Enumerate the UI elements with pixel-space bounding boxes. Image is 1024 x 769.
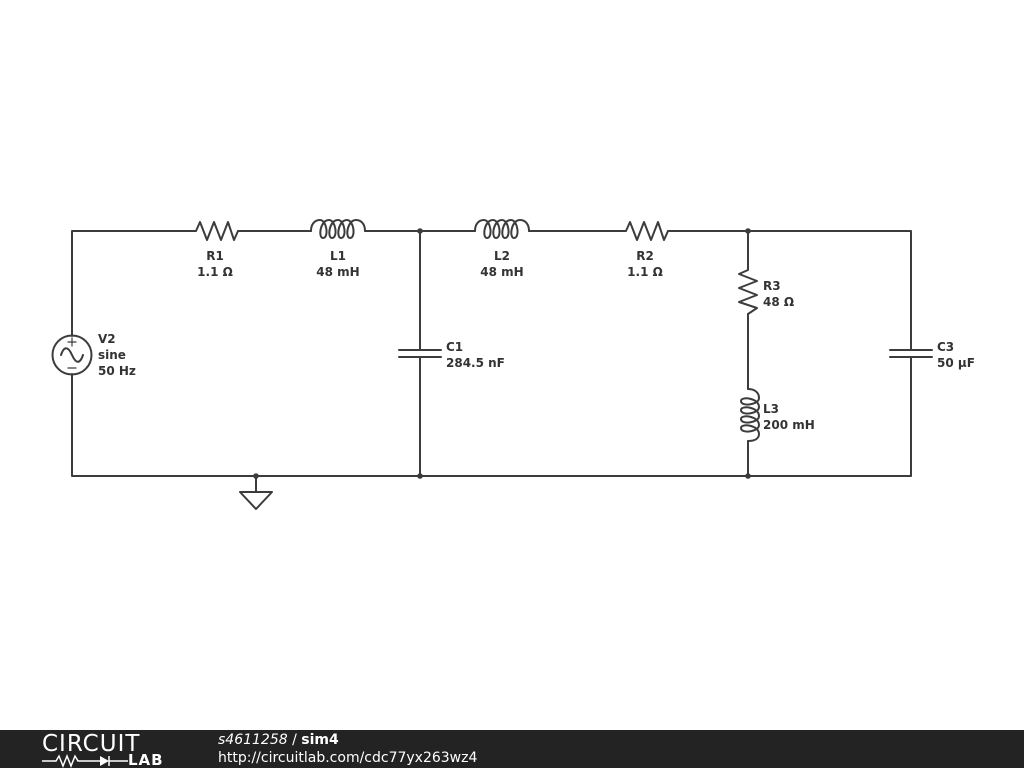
capacitor-c3: C3 50 µF (889, 340, 975, 370)
inductor-l1: L1 48 mH (310, 219, 366, 279)
v2-ref-label: V2 (98, 332, 116, 346)
resistor-icon (621, 221, 669, 241)
c3-ref-label: C3 (937, 340, 954, 354)
r2-value-label: 1.1 Ω (627, 265, 663, 279)
c3-value-label: 50 µF (937, 356, 975, 370)
resistor-r1: R1 1.1 Ω (191, 221, 239, 279)
c1-value-label: 284.5 nF (446, 356, 505, 370)
l2-value-label: 48 mH (480, 265, 523, 279)
footer-url-link[interactable]: http://circuitlab.com/cdc77yx263wz4 (218, 750, 478, 766)
logo-resistor-diode-icon (42, 754, 128, 768)
ac-source-icon (51, 334, 93, 376)
r2-ref-label: R2 (636, 249, 654, 263)
l3-ref-label: L3 (763, 402, 779, 416)
r3-value-label: 48 Ω (763, 295, 794, 309)
footer-separator: / (287, 732, 302, 748)
footer-user-link[interactable]: s4611258 (218, 732, 288, 748)
logo-circuit-text: CIRCUIT (42, 731, 141, 757)
source-v2: V2 sine 50 Hz (51, 332, 136, 378)
wire-left-top (71, 230, 193, 337)
v2-type-label: sine (98, 348, 126, 362)
inductor-icon (740, 388, 760, 442)
l2-ref-label: L2 (494, 249, 510, 263)
l3-value-label: 200 mH (763, 418, 815, 432)
capacitor-c1: C1 284.5 nF (398, 340, 505, 370)
inductor-icon (474, 219, 530, 239)
v2-freq-label: 50 Hz (98, 364, 136, 378)
sine-wave-icon (60, 347, 84, 363)
wire-left-bottom (71, 357, 912, 477)
junction-dot (745, 228, 751, 234)
r1-value-label: 1.1 Ω (197, 265, 233, 279)
r3-ref-label: R3 (763, 279, 781, 293)
inductor-icon (310, 219, 366, 239)
inductor-l2: L2 48 mH (474, 219, 530, 279)
junction-dot (417, 228, 423, 234)
junctions (253, 228, 751, 479)
resistor-icon (738, 265, 758, 315)
logo-lab-text: LAB (128, 751, 164, 769)
junction-dot (745, 473, 751, 479)
c1-ref-label: C1 (446, 340, 463, 354)
resistor-r3: R3 48 Ω (738, 265, 794, 315)
resistor-icon (191, 221, 239, 241)
circuitlab-logo[interactable]: CIRCUIT LAB (42, 732, 182, 768)
footer-circuit-title: sim4 (301, 732, 339, 748)
wire-r2-right (667, 230, 912, 351)
footer-bar: CIRCUIT LAB s4611258 / sim4 http://circu… (0, 730, 1024, 768)
inductor-l3: L3 200 mH (740, 388, 815, 442)
r1-ref-label: R1 (206, 249, 224, 263)
l1-ref-label: L1 (330, 249, 346, 263)
junction-dot (417, 473, 423, 479)
ground-icon (239, 491, 273, 510)
schematic-canvas: V2 sine 50 Hz R1 1.1 Ω L1 48 mH L2 48 mH… (51, 219, 975, 510)
l1-value-label: 48 mH (316, 265, 359, 279)
resistor-r2: R2 1.1 Ω (621, 221, 669, 279)
footer-title-line: s4611258 / sim4 (218, 731, 339, 749)
junction-dot (253, 473, 259, 479)
